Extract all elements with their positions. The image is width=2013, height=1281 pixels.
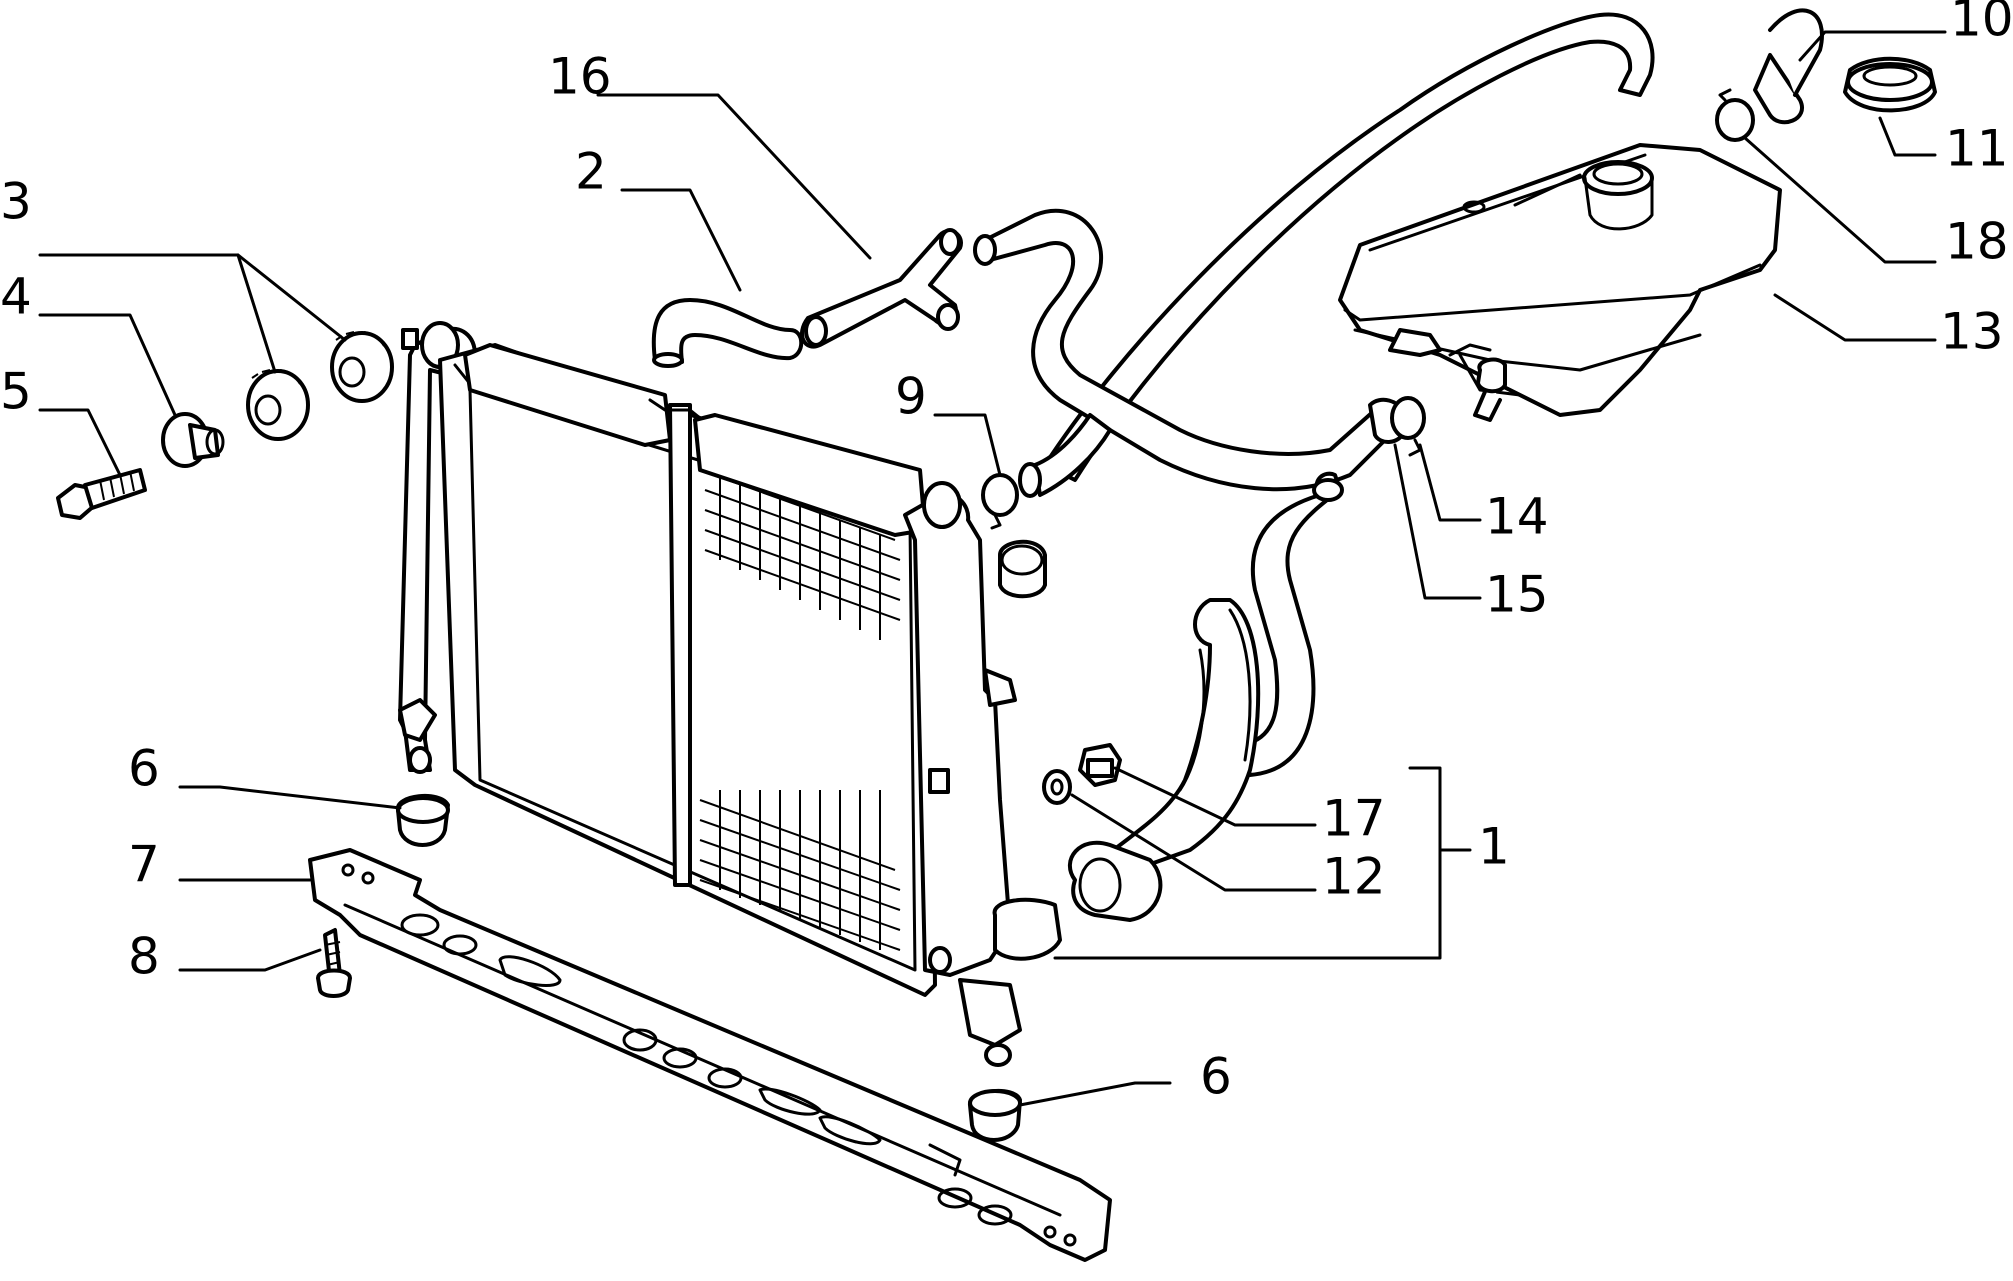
- drain-plug: [1078, 743, 1122, 787]
- callout-13: 13: [1940, 303, 2004, 361]
- callout-6a: 6: [128, 740, 160, 798]
- lower-crossmember: [308, 848, 1112, 1262]
- lower-hose: [1068, 471, 1344, 922]
- callout-16: 16: [548, 48, 612, 106]
- leader-lines: [38, 30, 1947, 1107]
- expansion-tank: [1338, 143, 1782, 422]
- callout-4: 4: [0, 268, 32, 326]
- callout-10: 10: [1950, 0, 2013, 48]
- filler-cap: [1843, 56, 1937, 113]
- callout-5: 5: [0, 363, 32, 421]
- callout-labels: 1 2 3 4 5 6 7 8 9 10 11 12 13 14 15 16 1…: [0, 0, 2013, 1106]
- rubber-mount-6b: [968, 1088, 1022, 1142]
- callout-17: 17: [1322, 790, 1386, 848]
- bushing-3a: [246, 369, 310, 441]
- radiator: [398, 321, 1062, 1067]
- hose-clamp-14: [1390, 396, 1426, 457]
- callout-11: 11: [1945, 120, 2009, 178]
- callout-3: 3: [0, 173, 32, 231]
- callout-9: 9: [895, 368, 927, 426]
- bolt-5: [56, 468, 147, 520]
- radiator-fins-lower: [699, 790, 901, 951]
- drain-plug-washer: [1042, 769, 1072, 805]
- hose-clamp-18: [1715, 88, 1755, 142]
- callout-15: 15: [1485, 566, 1549, 624]
- hose-clamp-9: [981, 473, 1019, 530]
- callout-8: 8: [128, 928, 160, 986]
- upper-hose: [973, 208, 1407, 498]
- callout-18: 18: [1945, 213, 2009, 271]
- y-connector: [800, 228, 963, 349]
- rubber-mount-6a: [396, 793, 450, 847]
- callout-6b: 6: [1200, 1048, 1232, 1106]
- callout-1: 1: [1478, 818, 1510, 876]
- callout-7: 7: [128, 836, 160, 894]
- screw-8: [316, 928, 352, 998]
- bushing-3b: [330, 331, 394, 403]
- callout-12: 12: [1322, 848, 1386, 906]
- callout-2: 2: [575, 143, 607, 201]
- washer-4: [161, 412, 225, 468]
- hose-2: [651, 298, 804, 368]
- callout-14: 14: [1485, 488, 1549, 546]
- radiator-fins-upper: [699, 469, 901, 640]
